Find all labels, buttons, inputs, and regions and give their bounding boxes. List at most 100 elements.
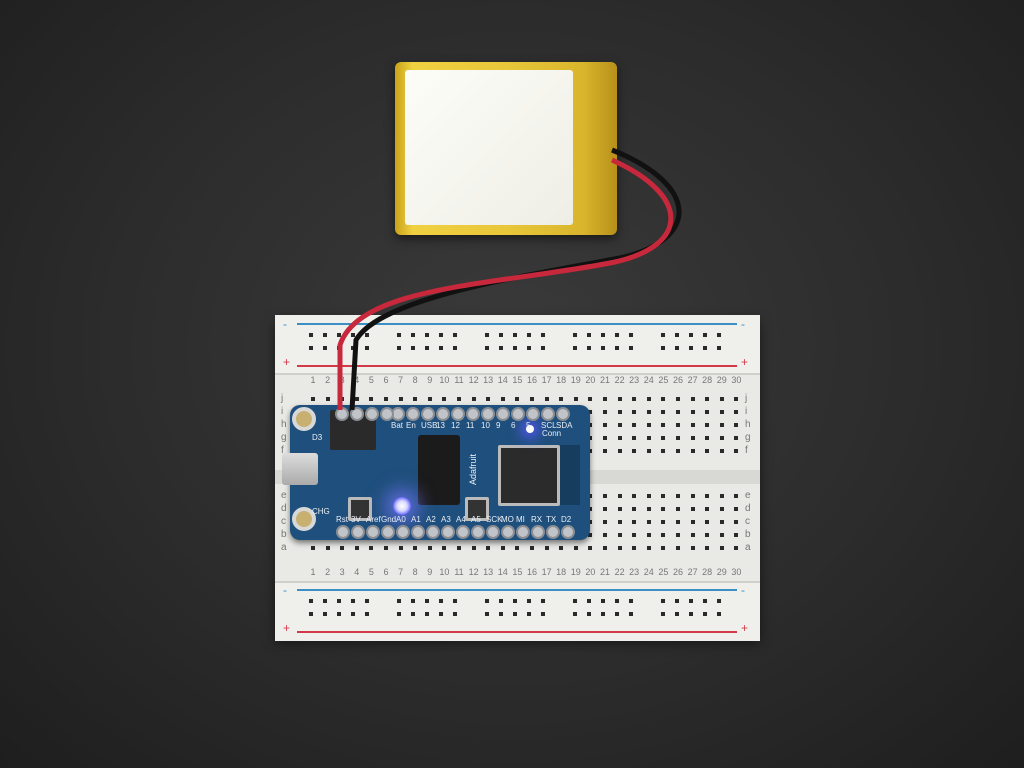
rail-hole [439,333,443,337]
breadboard-hole [719,397,724,401]
bottom-pin-label: A5 [471,515,481,524]
column-number: 9 [427,567,433,577]
user-button[interactable] [465,497,489,521]
breadboard-hole [676,410,680,414]
plus-sign: + [741,355,749,369]
rail-hole [425,599,429,603]
rail-hole [397,599,401,603]
breadboard-hole [530,397,534,401]
header-pin [481,407,495,421]
rail-hole [309,612,313,616]
breadboard-hole [719,423,724,427]
breadboard-hole [617,397,622,401]
row-letter: b [281,529,287,540]
rail-hole [337,612,341,616]
rail-hole [527,346,531,350]
breadboard-hole [325,546,330,550]
breadboard-hole [457,546,461,550]
header-pin [336,525,350,539]
rail-hole [499,612,503,616]
breadboard-hole [646,520,651,524]
column-number: 25 [658,375,669,385]
breadboard-hole [661,423,666,427]
rail-hole [351,599,355,603]
breadboard-hole [471,546,476,550]
label-chg: CHG [312,507,330,516]
row-letter: h [745,419,751,430]
bottom-pin-label: Aref [366,515,381,524]
column-number: 10 [439,375,450,385]
blue-rail-line [297,323,737,325]
breadboard-hole [719,410,724,414]
top-pin-label: 10 [481,421,490,430]
header-pin [556,407,570,421]
breadboard-hole [632,449,637,453]
antenna [560,445,580,505]
breadboard-hole [471,397,476,401]
column-number: 19 [570,567,581,577]
breadboard-hole [632,546,637,550]
column-number: 26 [672,375,683,385]
breadboard-hole [588,449,593,453]
rail-hole [675,333,679,337]
row-letter: c [281,516,286,527]
rail-hole [629,612,633,616]
breadboard-hole [398,397,403,401]
rail-hole [309,333,313,337]
rail-hole [351,612,355,616]
breadboard-hole [617,436,622,440]
breadboard-hole [646,410,651,414]
breadboard-hole [369,397,374,401]
column-number: 14 [497,375,508,385]
breadboard-hole [457,397,461,401]
breadboard-hole [603,397,607,401]
breadboard-hole [588,546,593,550]
row-letter: c [745,516,750,527]
breadboard-hole [588,397,593,401]
breadboard-hole [603,410,607,414]
column-number: 27 [687,567,698,577]
bottom-pin-label: A2 [426,515,436,524]
header-pin [486,525,500,539]
bottom-pin-label: SCK [486,515,503,524]
header-pin [396,525,410,539]
column-number: 16 [526,375,537,385]
breadboard-hole [603,507,607,511]
micro-usb-port[interactable] [282,453,318,485]
breadboard-hole [734,449,739,453]
column-number: 11 [454,567,464,577]
column-number: 17 [541,567,552,577]
header-pin [471,525,485,539]
rail-hole [717,612,721,616]
column-number: 22 [614,375,625,385]
reset-button[interactable] [348,497,372,521]
bottom-pin-label: MO [501,515,514,524]
top-pin-label: 13 [436,421,445,430]
breadboard-hole [734,546,739,550]
breadboard-hole [734,507,739,511]
header-pin [496,407,510,421]
column-number: 4 [354,567,360,577]
breadboard-hole [632,494,637,498]
rail-hole [587,333,591,337]
row-letter: f [745,445,748,456]
header-pin [365,407,379,421]
rail-hole [439,599,443,603]
breadboard-hole [690,436,695,440]
header-pin [546,525,560,539]
column-number: 12 [468,375,479,385]
plus-sign: + [283,621,291,635]
bottom-pin-label: A0 [396,515,406,524]
breadboard-hole [311,397,315,401]
breadboard-hole [705,410,710,414]
column-number: 9 [427,375,433,385]
breadboard-hole [661,410,666,414]
row-letter: b [745,529,751,540]
breadboard-hole [661,449,666,453]
row-letter: i [745,406,748,417]
column-number: 11 [454,375,464,385]
minus-sign: - [741,583,745,597]
header-pin [466,407,480,421]
bottom-pin-label: Rst [336,515,348,524]
breadboard-hole [632,533,637,537]
